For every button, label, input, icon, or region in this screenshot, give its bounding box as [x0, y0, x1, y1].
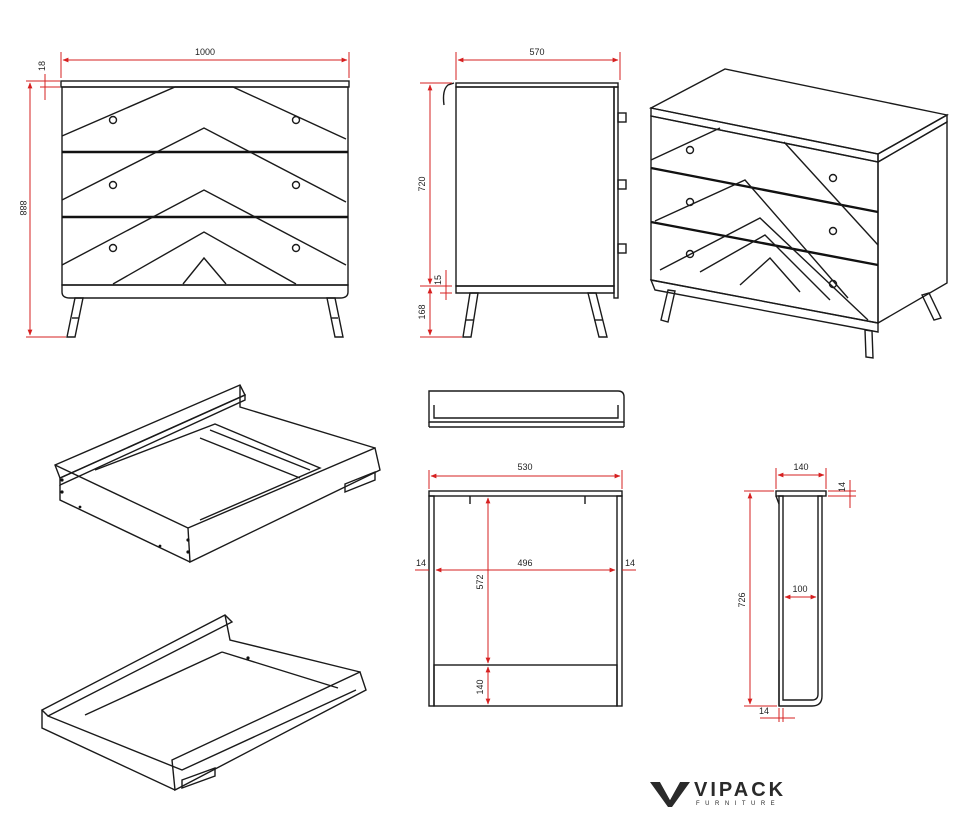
side-view	[442, 82, 627, 338]
changer-right-wall-label: 14	[625, 558, 635, 568]
side-body-height-label: 720	[417, 176, 427, 191]
perspective-view	[648, 68, 949, 359]
side-dimensions: 570 720 15 168	[417, 47, 621, 338]
changer-top-strip	[428, 390, 625, 428]
changer-left-wall-label: 14	[416, 558, 426, 568]
side-depth-label: 570	[529, 47, 544, 57]
changer-side-view	[775, 490, 827, 707]
changer-side-inner-width-label: 100	[792, 584, 807, 594]
changer-width-label: 530	[517, 462, 532, 472]
changer-inner-width-label: 496	[517, 558, 532, 568]
changer-side-bottom-wall-label: 14	[759, 706, 769, 716]
front-dimensions: 1000 18 888	[18, 47, 350, 338]
front-height-label: 888	[18, 200, 28, 215]
front-top-thickness-label: 18	[37, 61, 47, 71]
vipack-logo-icon	[650, 782, 690, 807]
changer-side-top-width-label: 140	[793, 462, 808, 472]
logo-subtitle: FURNITURE	[696, 801, 781, 807]
changer-inner-height-label: 572	[475, 574, 485, 589]
changer-side-height-label: 726	[737, 592, 747, 607]
front-width-label: 1000	[195, 47, 215, 57]
vipack-logo: VIPACK FURNITURE	[650, 778, 800, 812]
logo-name: VIPACK	[694, 779, 787, 801]
changer-iso-bottom	[40, 614, 367, 792]
side-leg-height-label: 168	[417, 304, 427, 319]
changer-front-dimensions: 530 496 14 14 572 140	[415, 462, 636, 705]
changer-iso-top	[54, 384, 381, 564]
changer-side-dimensions: 140 14 726 100 14	[737, 462, 856, 722]
changer-front-view	[428, 490, 623, 707]
changer-side-top-thickness-label: 14	[837, 482, 847, 492]
front-view	[60, 80, 350, 338]
side-bottom-gap-label: 15	[433, 275, 443, 285]
changer-bottom-height-label: 140	[475, 679, 485, 694]
